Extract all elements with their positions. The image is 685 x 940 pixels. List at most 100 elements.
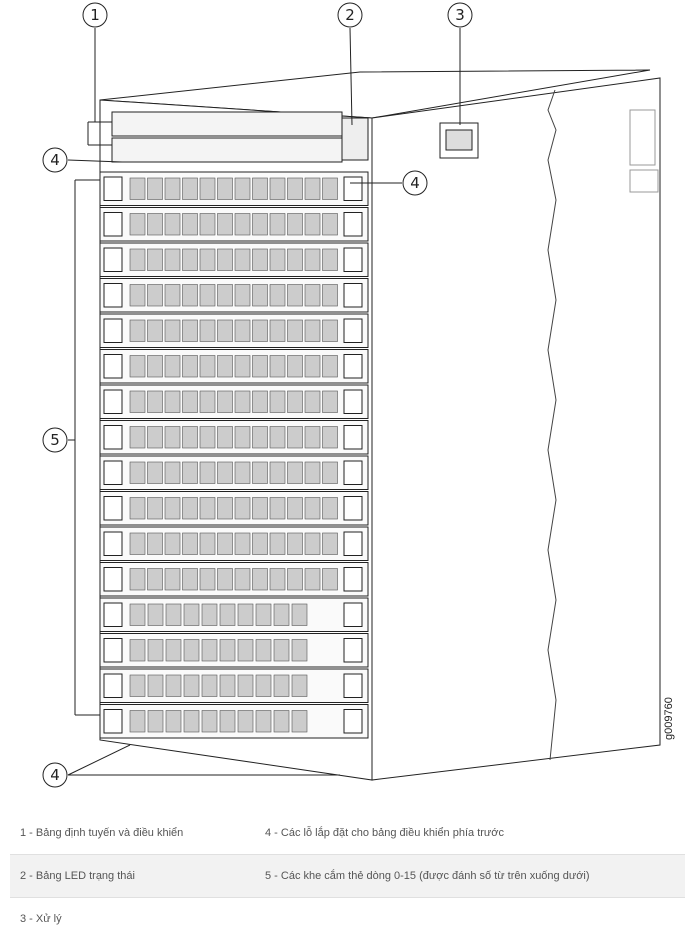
- port-cage: [253, 391, 268, 413]
- port-cage: [218, 178, 233, 200]
- port-cage: [288, 320, 303, 342]
- port-cage: [148, 533, 163, 555]
- port-cage: [200, 178, 215, 200]
- legend-item-3: 3 - Xử lý: [10, 898, 255, 940]
- port-cage: [270, 249, 285, 271]
- legend-item-2: 2 - Bảng LED trạng thái: [10, 855, 255, 898]
- port-cage: [235, 533, 250, 555]
- port-cage: [218, 498, 233, 520]
- port-cage: [235, 462, 250, 484]
- port-cage: [323, 214, 338, 236]
- port-cage: [288, 249, 303, 271]
- line-card-slot-12: [100, 598, 368, 632]
- ejector-handle: [344, 355, 362, 379]
- legend-row: 1 - Bảng định tuyến và điều khiển 4 - Cá…: [10, 812, 685, 855]
- line-card-slot-8: [100, 456, 368, 490]
- port-cage: [323, 462, 338, 484]
- svg-text:4: 4: [50, 766, 60, 784]
- line-card-slot-5: [100, 350, 368, 384]
- port-cage: [305, 356, 320, 378]
- callout-2: 2: [338, 3, 362, 27]
- port-cage: [218, 427, 233, 449]
- port-cage: [183, 320, 198, 342]
- port-cage: [238, 675, 253, 697]
- port-cage: [256, 675, 271, 697]
- ejector-handle: [104, 284, 122, 308]
- port-cage: [305, 498, 320, 520]
- port-cage: [270, 427, 285, 449]
- port-cage: [165, 285, 180, 307]
- ejector-handle: [104, 461, 122, 485]
- port-cage: [253, 214, 268, 236]
- port-cage: [220, 640, 235, 662]
- ejector-handle: [344, 426, 362, 450]
- ejector-handle: [344, 390, 362, 414]
- callout-4-bottom: 4: [43, 763, 67, 787]
- port-cage: [202, 675, 217, 697]
- legend-item-4: 4 - Các lỗ lắp đặt cho bảng điều khiển p…: [255, 812, 685, 855]
- port-cage: [130, 391, 145, 413]
- callout-4-top-left: 4: [43, 148, 67, 172]
- port-cage: [130, 285, 145, 307]
- port-cage: [165, 249, 180, 271]
- ejector-handle: [104, 426, 122, 450]
- port-cage: [323, 356, 338, 378]
- port-cage: [148, 249, 163, 271]
- port-cage: [253, 178, 268, 200]
- ejector-handle: [104, 639, 122, 663]
- port-cage: [274, 640, 289, 662]
- port-cage: [235, 178, 250, 200]
- port-cage: [323, 569, 338, 591]
- legend-empty: [255, 898, 685, 940]
- ejector-handle: [344, 568, 362, 592]
- ejector-handle: [344, 532, 362, 556]
- port-cage: [130, 675, 145, 697]
- port-cage: [165, 427, 180, 449]
- port-cage: [148, 604, 163, 626]
- ejector-handle: [344, 603, 362, 627]
- port-cage: [183, 533, 198, 555]
- legend-row: 2 - Bảng LED trạng thái 5 - Các khe cắm …: [10, 855, 685, 898]
- legend-table: 1 - Bảng định tuyến và điều khiển 4 - Cá…: [10, 812, 685, 940]
- port-cage: [183, 214, 198, 236]
- port-cage: [323, 249, 338, 271]
- port-cage: [184, 604, 199, 626]
- legend-item-5: 5 - Các khe cắm thẻ dòng 0-15 (được đánh…: [255, 855, 685, 898]
- port-cage: [218, 214, 233, 236]
- port-cage: [270, 356, 285, 378]
- port-cage: [200, 356, 215, 378]
- port-cage: [148, 675, 163, 697]
- port-cage: [148, 178, 163, 200]
- port-cage: [130, 427, 145, 449]
- port-cage: [253, 498, 268, 520]
- line-card-slot-6: [100, 385, 368, 419]
- port-cage: [288, 533, 303, 555]
- port-cage: [323, 498, 338, 520]
- legend-item-1: 1 - Bảng định tuyến và điều khiển: [10, 812, 255, 855]
- port-cage: [183, 391, 198, 413]
- port-cage: [148, 391, 163, 413]
- port-cage: [270, 569, 285, 591]
- port-cage: [148, 427, 163, 449]
- port-cage: [184, 711, 199, 733]
- ejector-handle: [344, 710, 362, 734]
- port-cage: [323, 320, 338, 342]
- port-cage: [148, 285, 163, 307]
- port-cage: [165, 498, 180, 520]
- port-cage: [166, 640, 181, 662]
- port-cage: [288, 569, 303, 591]
- port-cage: [253, 249, 268, 271]
- port-cage: [200, 533, 215, 555]
- ejector-handle: [344, 319, 362, 343]
- port-cage: [218, 391, 233, 413]
- ejector-handle: [344, 497, 362, 521]
- port-cage: [200, 427, 215, 449]
- port-cage: [165, 391, 180, 413]
- port-cage: [323, 178, 338, 200]
- port-cage: [256, 640, 271, 662]
- port-cage: [323, 285, 338, 307]
- line-card-slot-10: [100, 527, 368, 561]
- svg-text:1: 1: [90, 6, 100, 24]
- port-cage: [218, 249, 233, 271]
- port-cage: [130, 640, 145, 662]
